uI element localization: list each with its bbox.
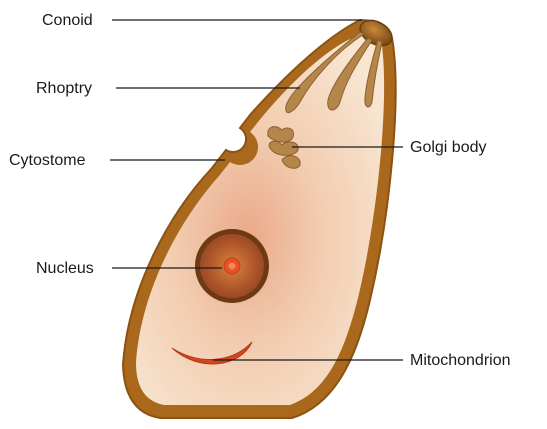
label-cytostome: Cytostome	[9, 152, 86, 169]
label-conoid: Conoid	[42, 12, 93, 29]
label-nucleus: Nucleus	[36, 260, 94, 277]
label-golgi-body: Golgi body	[410, 139, 487, 156]
label-rhoptry: Rhoptry	[36, 80, 92, 97]
nucleolus-core	[229, 263, 236, 270]
label-mitochondrion: Mitochondrion	[410, 352, 511, 369]
